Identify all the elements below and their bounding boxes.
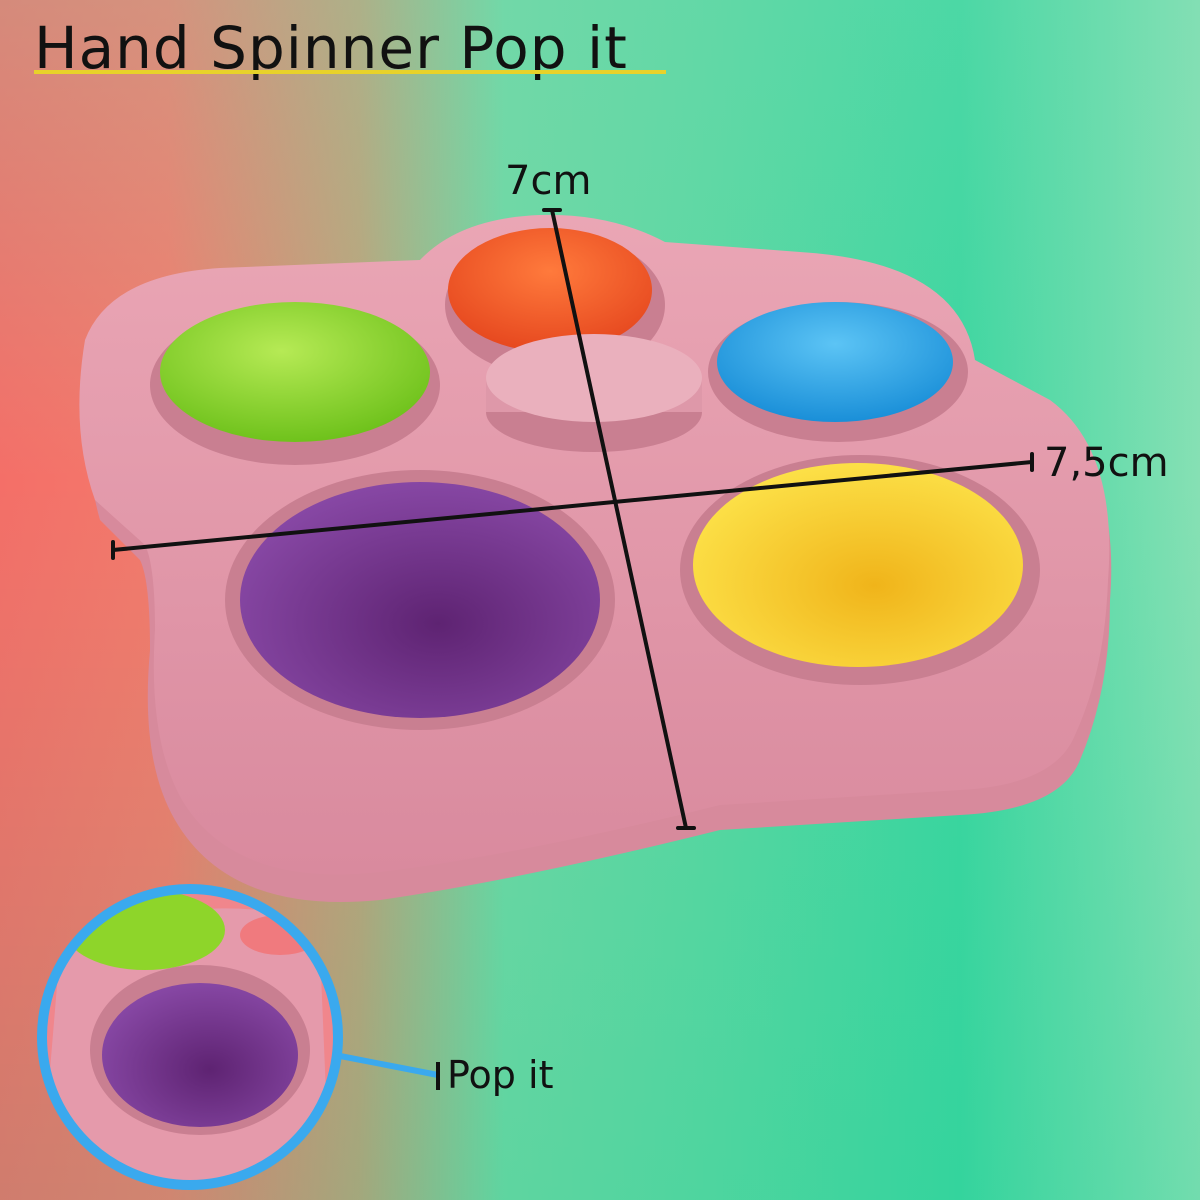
green-bubble (160, 302, 430, 442)
width-dimension-line (111, 452, 1034, 560)
orange-bubble (448, 228, 652, 352)
inset-pointer-line (334, 1052, 440, 1090)
height-dimension-label: 7cm (505, 158, 592, 204)
title-underline (34, 70, 666, 74)
inset-label: Pop it (447, 1053, 554, 1097)
inset-zoom (37, 884, 343, 1190)
height-dimension-line (542, 208, 696, 830)
center-knob (486, 334, 702, 452)
width-dimension-label: 7,5cm (1044, 440, 1169, 486)
purple-bubble (240, 482, 600, 718)
blue-bubble (717, 302, 953, 422)
yellow-bubble (693, 463, 1023, 667)
